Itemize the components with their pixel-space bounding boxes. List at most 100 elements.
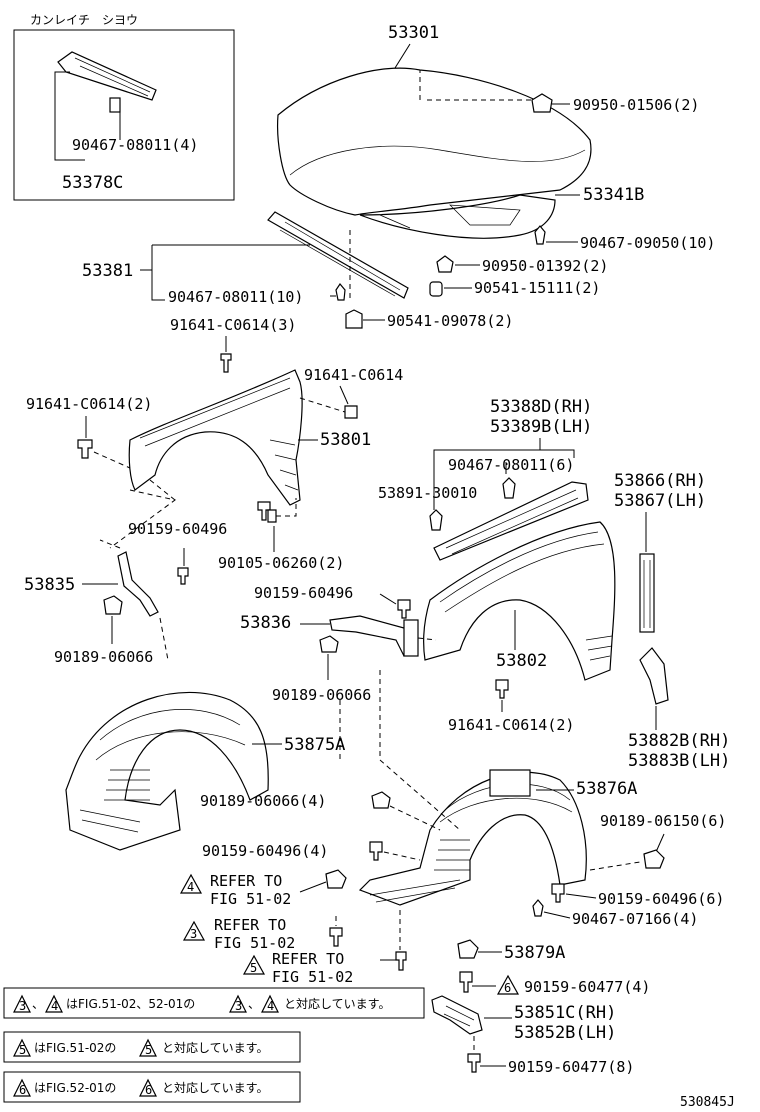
label-53882b: 53882B(RH) (628, 731, 730, 751)
bolt-90159-4-icon (369, 841, 383, 861)
label-53866: 53866(RH) (614, 471, 706, 491)
fender-53802-part (423, 521, 616, 681)
label-90189-06066-4: 90189-06066(4) (200, 792, 326, 810)
label-91641-2-mid: 91641-C0614(2) (448, 716, 574, 734)
cushion-90541-15111-icon (429, 281, 443, 297)
label-90950-01506: 90950-01506(2) (573, 96, 699, 114)
svg-text:と対応しています。: と対応しています。 (162, 1081, 268, 1095)
ref4-line2[interactable]: FIG 51-02 (210, 890, 291, 908)
screw-90159-60477-8-icon (467, 1053, 481, 1073)
hood-cushion-clip (531, 93, 553, 113)
clip-90950-01392-icon (436, 255, 454, 273)
label-90467-09050: 90467-09050(10) (580, 234, 715, 252)
drawing-number: 530845J (680, 1095, 735, 1110)
cushion-90541-09078-icon (345, 309, 363, 329)
svg-text:3: 3 (19, 999, 26, 1013)
label-53879a: 53879A (504, 943, 565, 963)
svg-text:はFIG.51-02の: はFIG.51-02の (34, 1041, 116, 1055)
label-53851c: 53851C(RH) (514, 1003, 616, 1023)
svg-text:、: 、 (248, 997, 260, 1011)
ref5-line2[interactable]: FIG 51-02 (272, 968, 353, 986)
callout-triangle-3: 3 (182, 920, 206, 941)
seal-53882-part (639, 647, 669, 705)
label-90467-07166: 90467-07166(4) (572, 910, 698, 928)
label-90467-08011-6: 90467-08011(6) (448, 456, 574, 474)
label-53891: 53891-30010 (378, 484, 477, 502)
label-53801: 53801 (320, 430, 371, 450)
clip-53891-lower-icon (429, 509, 443, 531)
label-90950-01392: 90950-01392(2) (482, 257, 608, 275)
clip-90467-08011-icon (335, 282, 346, 301)
label-53381: 53381 (82, 261, 133, 281)
inset-leader (54, 71, 85, 161)
callout-triangle-5: 5 (242, 954, 266, 975)
clip-90467-09050-icon (534, 225, 546, 245)
ref3-line1[interactable]: REFER TO (214, 916, 286, 934)
bolt-91641-left-icon (77, 439, 93, 459)
hood-label: 53301 (388, 23, 439, 43)
bolt-90159-left-icon (177, 567, 189, 585)
svg-text:5: 5 (19, 1043, 26, 1057)
label-53875a: 53875A (284, 735, 345, 755)
moulding-part (433, 481, 589, 561)
nut-90189-4-icon (371, 791, 391, 809)
bolt-90159-6-icon (551, 883, 565, 903)
svg-text:4: 4 (187, 880, 194, 894)
callout-triangle-4: 4 (179, 873, 203, 894)
label-53852b: 53852B(LH) (514, 1023, 616, 1043)
screw-90159-60477-4-icon (459, 971, 473, 993)
svg-text:はFIG.52-01の: はFIG.52-01の (34, 1081, 116, 1095)
note-box-1: 3 、 4 はFIG.51-02、52-01の 3 、 4 と対応しています。 (3, 987, 425, 1019)
label-90189-06066-left: 90189-06066 (54, 648, 153, 666)
bracket-53836-part (329, 615, 419, 657)
svg-text:5: 5 (145, 1043, 152, 1057)
label-53835: 53835 (24, 575, 75, 595)
label-90159-60477-8: 90159-60477(8) (508, 1058, 634, 1076)
svg-text:6: 6 (19, 1083, 26, 1097)
ref3-line2[interactable]: FIG 51-02 (214, 934, 295, 952)
bolt-91641-single-icon (344, 405, 358, 419)
nut-90189-left-icon (103, 595, 123, 615)
label-90159-60496-6: 90159-60496(6) (598, 890, 724, 908)
label-90467-08011-10: 90467-08011(10) (168, 288, 303, 306)
bolt-91641-mid-icon (495, 679, 509, 699)
svg-text:3: 3 (190, 927, 197, 941)
bolt-90105-icon (257, 501, 271, 521)
bracket-53835-part (117, 551, 159, 617)
ref5-line1[interactable]: REFER TO (272, 950, 344, 968)
label-53883b: 53883B(LH) (628, 751, 730, 771)
inset-bracket-part (57, 51, 157, 113)
svg-text:と対応しています。: と対応しています。 (162, 1041, 268, 1055)
ref4-line1[interactable]: REFER TO (210, 872, 282, 890)
label-53341b: 53341B (583, 185, 644, 205)
bolt-ref5-icon (395, 951, 407, 971)
bolt-ref3-icon (329, 927, 343, 947)
svg-text:4: 4 (51, 999, 58, 1013)
bolt-91641-icon (220, 353, 232, 373)
svg-text:はFIG.51-02、52-01の: はFIG.51-02、52-01の (66, 997, 195, 1011)
hood-panel (277, 67, 592, 239)
svg-text:4: 4 (267, 999, 274, 1013)
clip-90467-07166-icon (532, 899, 544, 917)
inset-bolt-label: 90467-08011(4) (72, 136, 198, 154)
nut-90189-06150-icon (643, 849, 665, 869)
fender-53801-part (128, 369, 303, 506)
label-90159-60477-4: 90159-60477(4) (524, 978, 650, 996)
seal-53381-part (267, 211, 409, 299)
clip-53879a-icon (457, 939, 479, 959)
label-53388d: 53388D(RH) (490, 397, 592, 417)
liner-53875a-part (65, 691, 269, 851)
label-91641-3: 91641-C0614(3) (170, 316, 296, 334)
svg-text:3: 3 (235, 999, 242, 1013)
label-53867: 53867(LH) (614, 491, 706, 511)
label-53802: 53802 (496, 651, 547, 671)
svg-text:5: 5 (250, 961, 257, 975)
shield-53851c-part (431, 995, 483, 1035)
label-90105-06260: 90105-06260(2) (218, 554, 344, 572)
label-90541-15111: 90541-15111(2) (474, 279, 600, 297)
label-90159-60496-4: 90159-60496(4) (202, 842, 328, 860)
label-53389b: 53389B(LH) (490, 417, 592, 437)
svg-text:、: 、 (32, 997, 44, 1011)
